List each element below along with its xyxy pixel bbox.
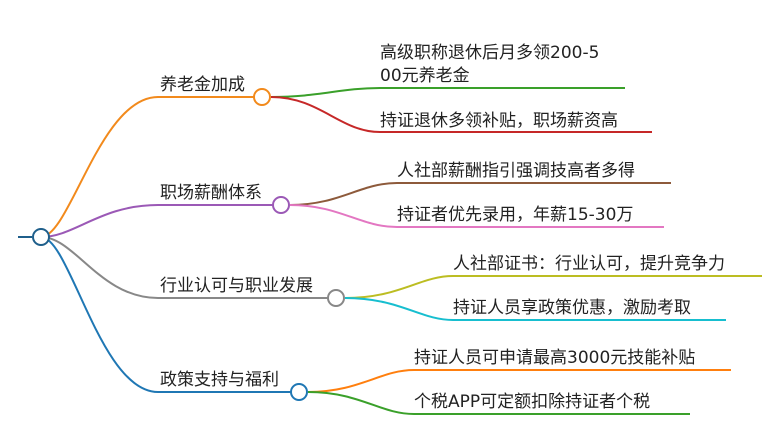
leaf-label-4a[interactable]: 持证人员可申请最高3000元技能补贴 [414,348,695,368]
leaf-connector-4a [307,369,731,393]
branch-label-salary[interactable]: 职场薪酬体系 [160,183,262,203]
branch-connector-salary [40,204,281,238]
branch-node-salary[interactable] [272,196,290,214]
branch-connector-pension [40,96,262,238]
branch-connector-policy [40,236,299,393]
leaf-label-2b[interactable]: 持证者优先录用，年薪15-30万 [397,205,633,225]
leaf-label-4b[interactable]: 个税APP可定额扣除持证者个税 [414,392,650,412]
branch-connector-recognition [40,236,336,299]
branch-node-pension[interactable] [253,88,271,106]
leaf-connector-4b [307,391,690,415]
branch-label-policy[interactable]: 政策支持与福利 [160,370,279,390]
branch-label-recognition[interactable]: 行业认可与职业发展 [160,276,313,296]
leaf-connector-1a [270,87,625,98]
branch-label-pension[interactable]: 养老金加成 [160,75,245,95]
leaf-connector-1b [270,96,652,133]
leaf-label-3a[interactable]: 人社部证书：行业认可，提升竞争力 [453,254,725,274]
leaf-connector-2b [289,204,664,228]
leaf-label-1a-line1[interactable]: 高级职称退休后月多领200-5 [380,43,599,63]
leaf-connector-2a [289,182,671,206]
leaf-connector-3a [344,275,762,299]
leaf-label-1b[interactable]: 持证退休多领补贴，职场薪资高 [380,111,618,131]
root-node[interactable] [32,228,50,246]
leaf-connector-3b [344,297,726,321]
leaf-label-3b[interactable]: 持证人员享政策优惠，激励考取 [453,298,691,318]
leaf-label-1a-line2[interactable]: 00元养老金 [380,66,470,86]
branch-node-policy[interactable] [290,383,308,401]
branch-node-recognition[interactable] [327,289,345,307]
leaf-label-2a[interactable]: 人社部薪酬指引强调技高者多得 [397,161,635,181]
